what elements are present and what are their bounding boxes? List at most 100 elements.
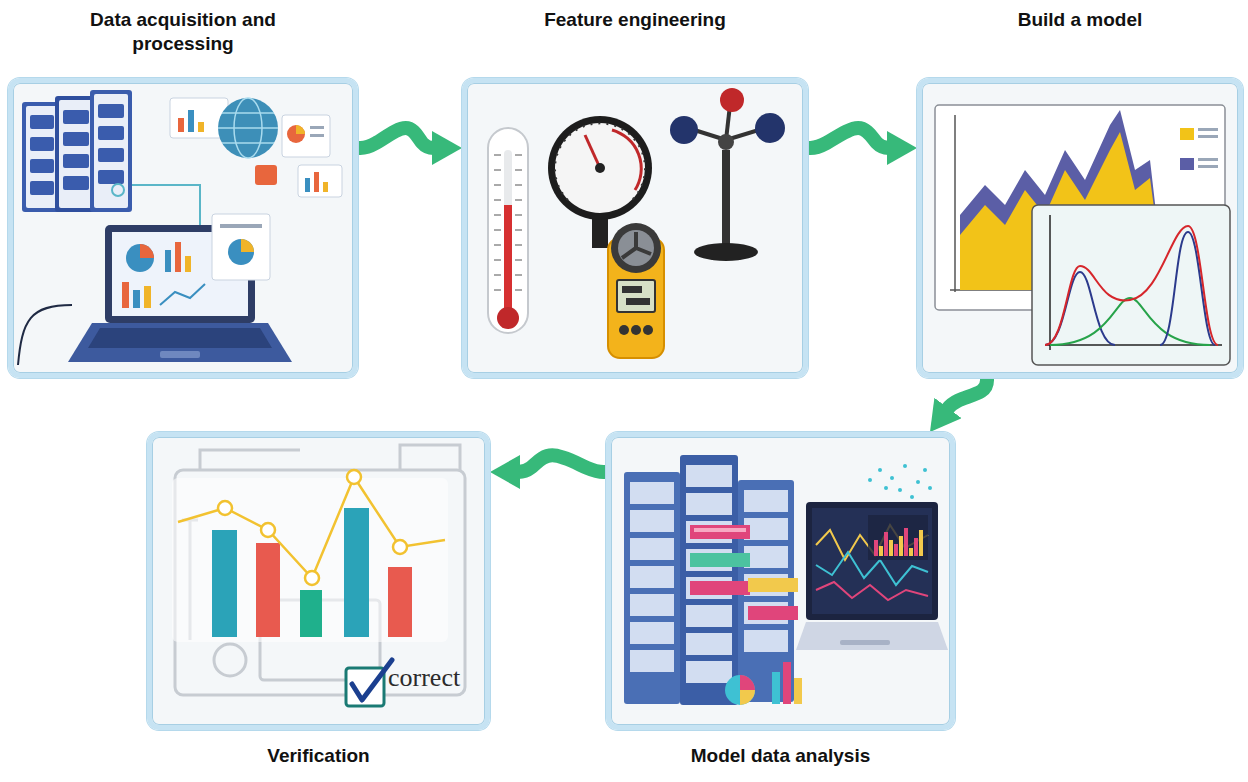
handheld-anemometer-icon <box>643 325 653 335</box>
thermometer-icon <box>494 170 501 171</box>
globe-icon <box>218 127 278 129</box>
pressure-gauge-icon <box>555 123 645 200</box>
globe-icon <box>296 125 305 134</box>
stage-title: Feature engineering <box>544 8 726 32</box>
panel-ground <box>150 435 487 727</box>
machine-chart-icon <box>388 567 412 637</box>
data-center-icon <box>630 465 788 683</box>
thermometer-icon <box>497 307 519 329</box>
machine-chart-icon <box>344 508 369 637</box>
anemometer-icon <box>670 88 785 261</box>
data-center-icon <box>914 538 918 556</box>
data-center-icon <box>812 508 932 614</box>
thermometer-icon <box>504 150 512 315</box>
data-center-icon <box>624 472 680 704</box>
thermometer-icon <box>504 205 512 315</box>
data-center-icon <box>725 675 755 705</box>
data-center-icon <box>899 536 903 556</box>
check-label: correct <box>388 664 460 693</box>
data-center-icon <box>878 468 882 472</box>
server-icon <box>30 137 54 151</box>
data-center-icon <box>874 540 878 556</box>
data-center-icon <box>884 532 888 556</box>
data-center-icon <box>690 553 750 567</box>
server-icon <box>63 132 89 146</box>
handheld-anemometer-icon <box>618 230 654 266</box>
handheld-anemometer-icon <box>626 298 650 305</box>
server-icon <box>98 148 124 162</box>
stage-panel <box>462 78 808 378</box>
thermometer-icon <box>494 200 501 201</box>
thermometer-icon <box>488 128 528 333</box>
chart-icon <box>1050 298 1210 345</box>
laptop-icon <box>165 250 171 272</box>
thermometer-icon <box>494 230 501 231</box>
handheld-anemometer-icon <box>631 325 641 335</box>
globe-icon <box>222 112 274 114</box>
machine-chart-icon <box>256 543 280 637</box>
panel-ground <box>465 81 805 375</box>
laptop-icon <box>185 256 191 272</box>
pressure-gauge-icon <box>548 116 652 220</box>
data-center-icon <box>919 530 923 556</box>
data-center-icon <box>748 606 798 620</box>
server-icon <box>30 104 124 195</box>
data-center-icon <box>624 455 948 705</box>
data-center-icon <box>740 690 755 705</box>
laptop-icon <box>122 282 129 308</box>
data-center-icon <box>694 528 746 532</box>
laptop-icon <box>68 323 292 362</box>
thermometer-icon <box>515 290 522 291</box>
thermometer-icon <box>515 230 522 231</box>
flow-arrow <box>808 128 891 148</box>
chart-icon <box>1049 215 1051 350</box>
panel-ground <box>11 81 355 375</box>
anemometer-icon <box>694 243 758 261</box>
globe-icon <box>305 178 310 192</box>
flow-arrow <box>516 455 606 472</box>
chart-icon <box>1198 158 1218 161</box>
process-stage: Feature engineering <box>462 8 808 378</box>
globe-icon <box>188 110 194 132</box>
machine-chart-icon <box>172 478 448 642</box>
globe-icon <box>298 165 342 197</box>
pressure-gauge-icon <box>585 135 600 168</box>
handheld-anemometer-icon <box>611 223 661 273</box>
globe-icon <box>310 134 324 137</box>
laptop-icon <box>175 242 181 272</box>
data-center-icon <box>889 540 893 556</box>
data-center-icon <box>916 480 920 484</box>
data-center-icon <box>748 578 798 592</box>
thermometer-icon <box>515 215 522 216</box>
data-center-icon <box>630 650 674 672</box>
globe-icon <box>170 98 342 197</box>
data-center-icon <box>816 582 928 600</box>
server-icon <box>98 104 124 118</box>
chart-icon <box>1160 232 1215 345</box>
thermometer-icon <box>515 170 522 171</box>
machine-chart-icon <box>200 450 300 470</box>
laptop-icon <box>228 239 254 265</box>
laptop-icon <box>88 328 272 348</box>
data-center-icon <box>783 662 791 704</box>
machine-chart-icon <box>212 530 237 637</box>
data-center-icon <box>923 468 927 472</box>
thermometer-icon <box>494 155 522 290</box>
data-center-icon <box>744 630 788 652</box>
chart-icon <box>1198 135 1218 138</box>
stage-title: Model data analysis <box>691 744 871 768</box>
chart-icon <box>1045 226 1218 345</box>
data-center-icon <box>680 455 738 705</box>
handheld-anemometer-icon <box>608 223 664 358</box>
data-center-icon <box>686 605 732 627</box>
globe-icon <box>282 115 330 157</box>
handheld-anemometer-icon <box>619 325 629 335</box>
globe-icon <box>178 118 184 132</box>
panel-ground <box>11 81 1240 727</box>
thermometer-icon <box>515 155 522 156</box>
stage-panel <box>917 78 1243 378</box>
server-icon <box>90 90 132 212</box>
data-center-icon <box>928 486 932 490</box>
anemometer-icon <box>722 150 730 250</box>
data-center-icon <box>868 464 932 499</box>
